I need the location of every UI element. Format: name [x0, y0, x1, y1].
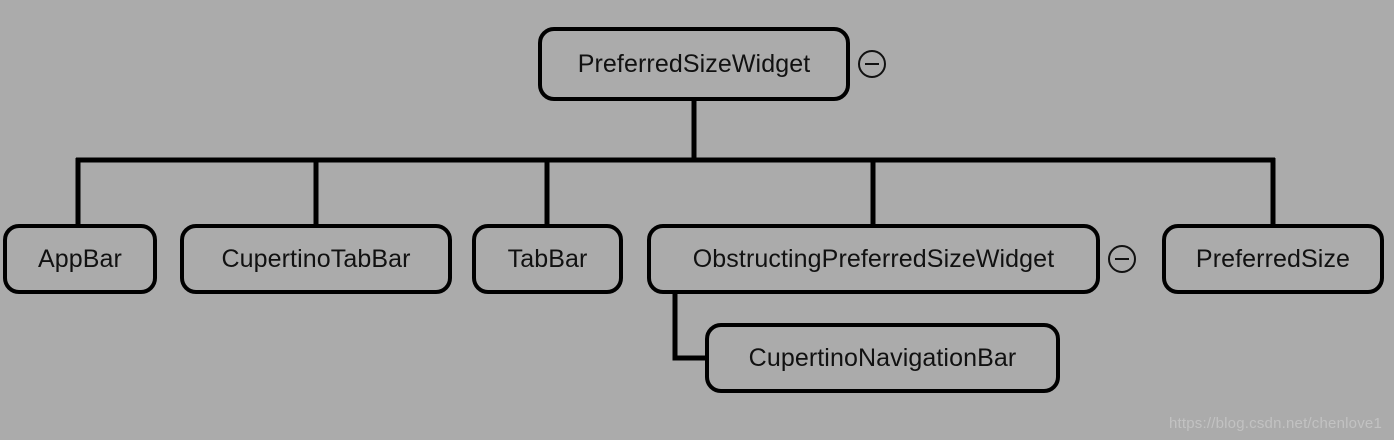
node-preferred-size-widget[interactable]: PreferredSizeWidget: [538, 27, 850, 101]
node-label: CupertinoNavigationBar: [748, 343, 1017, 372]
minus-glyph: [865, 63, 879, 65]
collapse-minus-icon[interactable]: [858, 50, 886, 78]
node-label: CupertinoTabBar: [221, 244, 411, 273]
node-tab-bar[interactable]: TabBar: [472, 224, 623, 294]
node-app-bar[interactable]: AppBar: [3, 224, 157, 294]
minus-glyph: [1115, 258, 1129, 260]
node-label: TabBar: [507, 244, 588, 273]
node-label: ObstructingPreferredSizeWidget: [692, 244, 1055, 273]
node-cupertino-navigation-bar[interactable]: CupertinoNavigationBar: [705, 323, 1060, 393]
node-cupertino-tab-bar[interactable]: CupertinoTabBar: [180, 224, 452, 294]
node-preferred-size[interactable]: PreferredSize: [1162, 224, 1384, 294]
node-label: PreferredSize: [1195, 244, 1351, 273]
node-obstructing-preferred-size-widget[interactable]: ObstructingPreferredSizeWidget: [647, 224, 1100, 294]
edge-elbow-cupertino-navigation-bar: [672, 292, 707, 361]
watermark-text: https://blog.csdn.net/chenlove1: [1168, 415, 1382, 432]
collapse-minus-icon[interactable]: [1108, 245, 1136, 273]
node-label: AppBar: [38, 244, 122, 273]
node-label: PreferredSizeWidget: [577, 49, 811, 78]
